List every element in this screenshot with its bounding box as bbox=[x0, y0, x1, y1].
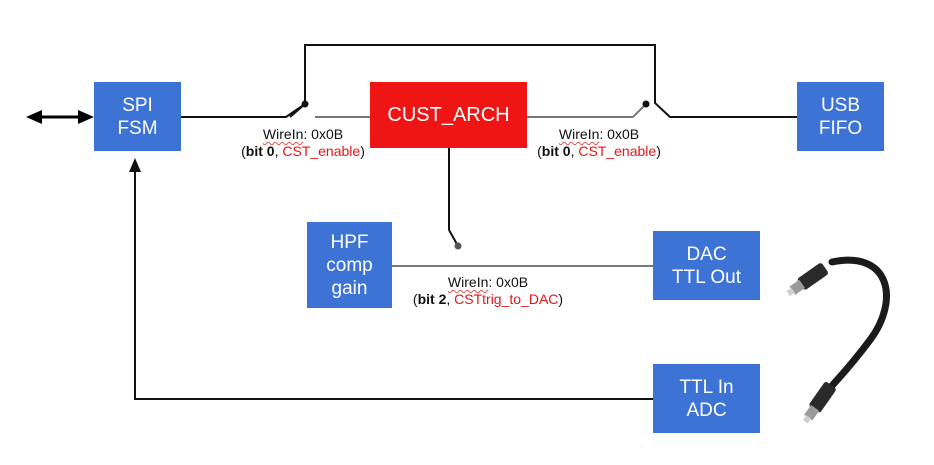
dac-line-2: TTL Out bbox=[672, 266, 741, 288]
signal-text: CST_enable bbox=[578, 143, 657, 159]
dac-block: DAC TTL Out bbox=[653, 231, 760, 300]
paren-open: ( bbox=[241, 143, 246, 159]
addr-text: : 0x0B bbox=[488, 274, 529, 290]
bit-text: bit 0 bbox=[245, 143, 275, 159]
paren-close: ) bbox=[656, 143, 661, 159]
wirein-text: WireIn bbox=[558, 126, 600, 142]
usb-fifo-block: USB FIFO bbox=[797, 82, 884, 151]
switch-left-label: WireIn: 0x0B (bit 0, CST_enable) bbox=[208, 126, 398, 160]
spi-line-1: SPI bbox=[122, 94, 153, 116]
wirein-text: WireIn bbox=[447, 274, 489, 290]
hpf-line-2: comp bbox=[326, 254, 373, 276]
hpf-line-3: gain bbox=[331, 277, 368, 299]
spi-line-2: FSM bbox=[117, 117, 158, 139]
usb-line-2: FIFO bbox=[818, 117, 863, 139]
cust-arch-block: CUST_ARCH bbox=[370, 82, 527, 148]
paren-open: ( bbox=[537, 143, 542, 159]
double-arrow-icon bbox=[26, 110, 94, 124]
wirein-text: WireIn bbox=[262, 126, 304, 142]
dac-line-1: DAC bbox=[686, 243, 727, 265]
ttl-in-line-1: TTL In bbox=[679, 376, 734, 398]
switch-right-label: WireIn: 0x0B (bit 0, CST_enable) bbox=[504, 126, 694, 160]
addr-text: : 0x0B bbox=[599, 126, 640, 142]
switch-left bbox=[289, 100, 370, 118]
separator: , bbox=[570, 143, 579, 159]
ttl-in-line-2: ADC bbox=[686, 399, 727, 421]
dac-switch bbox=[392, 148, 653, 267]
usb-line-1: USB bbox=[820, 94, 861, 116]
separator: , bbox=[446, 291, 455, 307]
bit-text: bit 2 bbox=[417, 291, 447, 307]
switch-right bbox=[527, 100, 650, 118]
signal-text: CST_enable bbox=[282, 143, 361, 159]
paren-open: ( bbox=[412, 291, 418, 307]
bit-text: bit 0 bbox=[541, 143, 571, 159]
bnc-cable-icon bbox=[786, 256, 890, 424]
switch-dac-label: WireIn: 0x0B (bit 2, CSTtrig_to_DAC) bbox=[388, 274, 588, 308]
bypass-bus bbox=[181, 44, 797, 118]
paren-close: ) bbox=[360, 143, 365, 159]
ttl-in-feedback bbox=[129, 158, 653, 400]
addr-text: : 0x0B bbox=[303, 126, 344, 142]
paren-close: ) bbox=[558, 291, 564, 307]
separator: , bbox=[274, 143, 283, 159]
ttl-in-block: TTL In ADC bbox=[653, 364, 760, 433]
hpf-line-1: HPF bbox=[330, 231, 369, 253]
signal-text: CSTtrig_to_DAC bbox=[454, 291, 559, 307]
cust-arch-label: CUST_ARCH bbox=[387, 103, 510, 126]
hpf-block: HPF comp gain bbox=[307, 222, 392, 308]
spi-fsm-block: SPI FSM bbox=[94, 82, 181, 151]
